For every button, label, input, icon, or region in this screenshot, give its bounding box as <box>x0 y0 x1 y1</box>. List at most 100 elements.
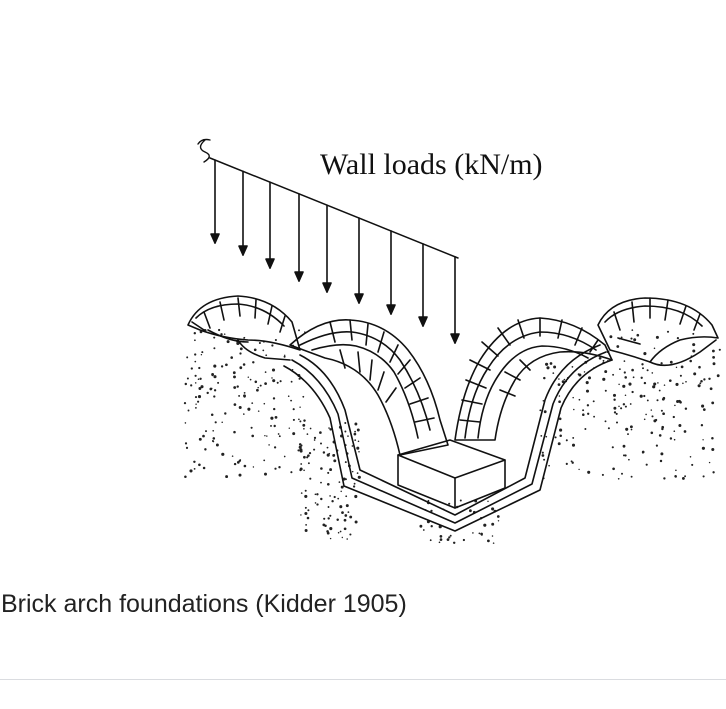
soil-dot <box>685 380 687 383</box>
soil-dot <box>238 406 242 409</box>
soil-dot <box>243 395 246 398</box>
soil-dot <box>711 436 714 440</box>
soil-dot <box>357 475 361 479</box>
soil-dot <box>276 381 279 384</box>
soil-dot <box>497 520 500 522</box>
soil-dot <box>247 407 251 411</box>
soil-dot <box>545 362 549 366</box>
soil-dot <box>353 432 357 436</box>
soil-dot <box>573 408 575 411</box>
soil-dot <box>598 356 602 360</box>
soil-dot <box>349 515 353 519</box>
soil-dot <box>712 356 715 359</box>
soil-dot <box>194 406 197 409</box>
soil-dot <box>214 421 217 424</box>
soil-dot <box>225 363 228 367</box>
soil-dot <box>623 371 626 374</box>
soil-dot <box>290 380 293 383</box>
soil-dot <box>271 344 274 347</box>
soil-dot <box>459 499 462 502</box>
soil-dot <box>326 453 330 457</box>
soil-dot <box>604 420 607 423</box>
soil-dot <box>699 382 702 385</box>
soil-dot <box>272 379 276 383</box>
soil-dot <box>243 464 247 468</box>
soil-dot <box>653 419 657 423</box>
load-arrow-head <box>450 333 460 344</box>
soil-dot <box>283 455 286 458</box>
soil-dot <box>256 388 259 392</box>
soil-dot <box>257 410 260 412</box>
soil-dot <box>204 448 207 451</box>
soil-dot <box>469 509 472 513</box>
soil-dot <box>571 366 574 368</box>
soil-dot <box>186 377 189 380</box>
soil-dot <box>558 400 561 404</box>
soil-dot <box>194 360 197 363</box>
soil-dot <box>263 402 266 405</box>
soil-dot <box>587 470 591 474</box>
soil-dot <box>320 467 323 470</box>
soil-dot <box>660 409 663 412</box>
soil-dot <box>202 466 206 470</box>
soil-dot <box>213 364 217 368</box>
soil-dot <box>252 466 255 468</box>
soil-dot <box>233 462 237 466</box>
soil-dot <box>669 437 673 440</box>
soil-dot <box>711 447 715 452</box>
soil-dot <box>239 347 243 351</box>
soil-dot <box>542 399 545 402</box>
soil-dot <box>472 532 474 534</box>
soil-dot <box>628 382 632 386</box>
soil-dot <box>558 395 561 397</box>
soil-dot <box>242 363 246 366</box>
soil-dot <box>663 477 666 480</box>
soil-dot <box>622 403 626 406</box>
soil-dot <box>194 374 197 377</box>
soil-dot <box>697 384 701 388</box>
soil-dot <box>326 482 330 486</box>
soil-dot <box>448 502 451 505</box>
soil-dot <box>337 531 340 534</box>
soil-dot <box>684 407 688 410</box>
soil-dot <box>217 381 220 384</box>
soil-dot <box>660 452 664 456</box>
soil-dot <box>548 464 550 467</box>
soil-dot <box>588 376 591 380</box>
soil-dot <box>189 469 193 473</box>
soil-dot <box>230 356 233 359</box>
soil-dot <box>711 349 715 353</box>
soil-dot <box>211 440 214 442</box>
soil-dot <box>541 451 544 454</box>
soil-dot <box>565 439 568 442</box>
soil-dot <box>217 328 221 332</box>
soil-dot <box>292 408 295 411</box>
soil-dot <box>621 472 623 475</box>
soil-dot <box>650 431 654 435</box>
soil-dot <box>307 462 310 465</box>
soil-dot <box>663 413 665 415</box>
soil-dot <box>233 403 237 406</box>
soil-stipple <box>183 328 721 545</box>
soil-dot <box>651 415 654 418</box>
load-arrow-head <box>238 245 248 256</box>
soil-dot <box>199 377 202 380</box>
soil-dot <box>257 386 259 389</box>
soil-dot <box>604 389 607 392</box>
soil-dot <box>298 418 300 421</box>
load-arrow-head <box>265 258 275 269</box>
soil-dot <box>253 348 257 352</box>
soil-dot <box>290 399 293 402</box>
soil-dot <box>613 406 617 410</box>
soil-dot <box>290 471 293 474</box>
soil-dot <box>243 336 246 339</box>
soil-dot <box>682 382 684 385</box>
soil-dot <box>616 345 620 348</box>
soil-dot <box>703 378 706 381</box>
soil-dot <box>602 377 606 381</box>
soil-dot <box>691 463 694 466</box>
soil-dot <box>320 442 322 445</box>
soil-dot <box>592 400 595 403</box>
soil-dot <box>487 500 489 503</box>
center-slab <box>397 439 506 509</box>
